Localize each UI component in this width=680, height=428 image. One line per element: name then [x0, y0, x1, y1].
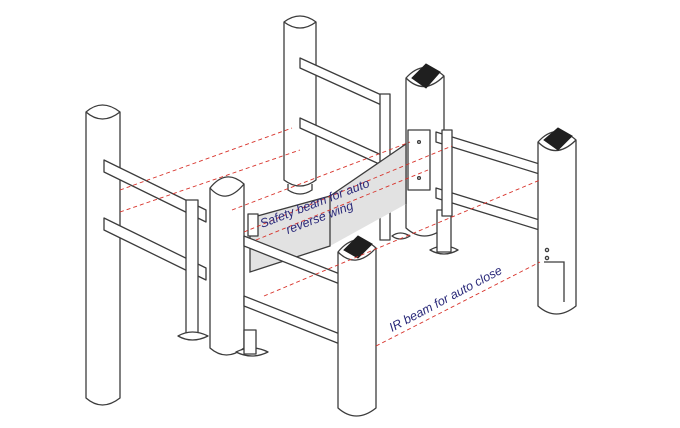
- ir-beam-label: IR beam for auto close: [387, 263, 505, 334]
- left-rails: [103, 159, 209, 341]
- beam-line: [263, 179, 541, 297]
- sensor-panel-front-right: [343, 235, 373, 259]
- left-outer-post: [85, 104, 121, 406]
- beam-line: [119, 127, 293, 191]
- sensor-panel-right: [543, 127, 573, 151]
- beam-line: [243, 145, 453, 233]
- right-post: [537, 127, 577, 315]
- front-rails: [243, 235, 351, 349]
- back-right-base: [391, 209, 459, 255]
- front-left-post: [209, 176, 269, 357]
- rear-swing-wing: [330, 144, 406, 246]
- beam-line: [375, 261, 541, 347]
- ir-beams: [243, 145, 541, 347]
- beam-line: [231, 141, 411, 211]
- safety-beams: [119, 127, 429, 241]
- sensor-panel-back-right: [411, 63, 441, 89]
- beam-line: [119, 149, 301, 213]
- front-right-post: [337, 235, 377, 417]
- back-left-post: [283, 15, 317, 195]
- beam-line: [255, 169, 429, 241]
